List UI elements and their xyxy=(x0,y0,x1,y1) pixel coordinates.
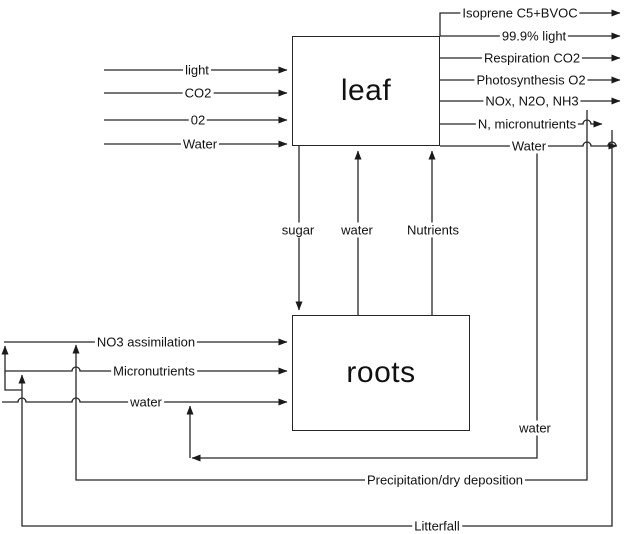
label-nutrients: Nutrients xyxy=(404,222,462,238)
water-return-line xyxy=(191,148,538,462)
litterfall-branch-no3 xyxy=(1,345,22,391)
leaf-box: leaf xyxy=(292,36,440,146)
label-sugar: sugar xyxy=(279,222,317,238)
label-micronutrients: Micronutrients xyxy=(111,363,197,379)
label-nox: NOx, N2O, NH3 xyxy=(483,93,581,109)
label-isoprene: Isoprene C5+BVOC xyxy=(460,5,580,21)
litterfall-line xyxy=(18,130,613,527)
label-light-out: 99.9% light xyxy=(499,28,569,44)
water-output-arrow xyxy=(440,141,618,150)
roots-box-label: roots xyxy=(346,356,416,389)
label-water-mid: water xyxy=(339,222,375,238)
label-photosynthesis: Photosynthesis O2 xyxy=(474,72,588,88)
label-co2: CO2 xyxy=(182,85,214,101)
label-water-return: water xyxy=(517,420,553,436)
label-n-micronutrients: N, micronutrients xyxy=(475,116,579,132)
roots-box: roots xyxy=(292,315,470,431)
precipitation-line xyxy=(72,110,588,481)
label-precipitation: Precipitation/dry deposition xyxy=(364,472,526,488)
label-respiration: Respiration CO2 xyxy=(481,50,583,66)
label-no3-assimilation: NO3 assimilation xyxy=(94,334,198,350)
label-o2: 02 xyxy=(188,112,208,128)
soil-water-arrow xyxy=(2,397,288,406)
label-water-in: Water xyxy=(180,136,220,152)
label-soil-water: water xyxy=(128,394,164,410)
label-litterfall: Litterfall xyxy=(412,518,462,534)
label-water-out: Water xyxy=(509,138,549,154)
leaf-box-label: leaf xyxy=(340,74,392,107)
label-light: light xyxy=(183,62,211,78)
